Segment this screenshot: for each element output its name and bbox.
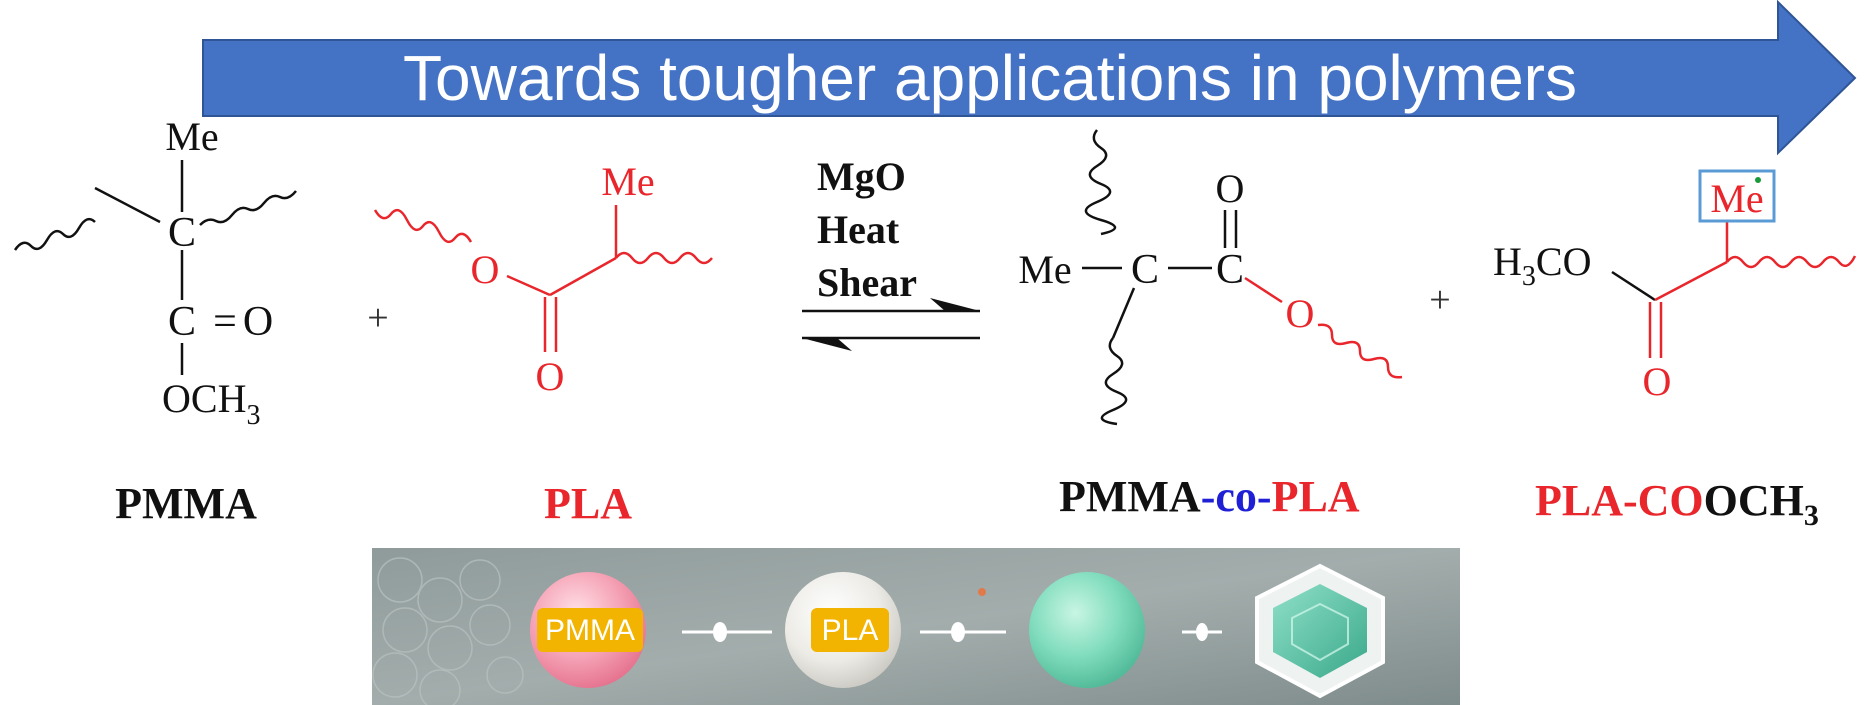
copolymer-ester-o: O xyxy=(1286,291,1315,336)
texture-cells xyxy=(372,557,524,705)
wavy-bond xyxy=(13,217,96,251)
plus-sign: + xyxy=(1429,279,1450,321)
pmma-double-bond: = xyxy=(213,299,237,345)
plus-sign: + xyxy=(367,297,388,339)
illustration-panel: PMMA PLA xyxy=(372,548,1460,705)
pla-chip xyxy=(811,608,889,652)
bond xyxy=(1244,276,1283,304)
spark-dot xyxy=(978,588,986,596)
wavy-bond xyxy=(199,190,297,226)
wavy-bond xyxy=(1317,323,1403,379)
copolymer-sphere xyxy=(1029,572,1145,688)
pmma-c-label: C xyxy=(168,210,196,256)
copolymer-c-label: C xyxy=(1131,247,1159,293)
condition-heat: Heat xyxy=(817,207,900,252)
wavy-bond xyxy=(1726,255,1857,269)
pla-cooch3-name: PLA-COOCH3 xyxy=(1535,476,1819,532)
connector xyxy=(682,622,772,642)
pla-chip-label: PLA xyxy=(822,614,879,647)
copolymer-carbonyl-o: O xyxy=(1216,166,1245,211)
wavy-bond xyxy=(1084,129,1117,236)
pla-cooch3-structure xyxy=(1611,169,1857,358)
bond xyxy=(94,186,161,224)
bond xyxy=(549,256,617,297)
hexagon-crystal xyxy=(1255,563,1385,699)
pmma-me-label: Me xyxy=(165,114,218,159)
bond xyxy=(1611,270,1656,302)
pla-carbonyl-o: O xyxy=(536,354,565,399)
copolymer-name: PMMA-co-PLA xyxy=(1059,472,1360,521)
radical-highlight-box xyxy=(1698,169,1776,223)
pmma-chip-label: PMMA xyxy=(545,614,635,647)
pla-structure xyxy=(373,205,713,352)
bond xyxy=(506,274,551,297)
pmma-structure xyxy=(13,160,297,375)
pla-name: PLA xyxy=(544,479,632,528)
connector xyxy=(920,622,1006,642)
copolymer-structure xyxy=(1082,129,1403,426)
methoxy-label: H3CO xyxy=(1493,239,1591,292)
pmma-carbonyl-o: O xyxy=(243,299,273,345)
condition-shear: Shear xyxy=(817,260,917,305)
copolymer-me-label: Me xyxy=(1018,247,1071,292)
wavy-bond xyxy=(1100,337,1128,426)
banner-arrow-shape xyxy=(202,0,1857,156)
copolymer-carbonyl-c: C xyxy=(1216,247,1244,293)
radical-dot xyxy=(1755,177,1761,183)
pla-cooch3-carbonyl-o: O xyxy=(1643,359,1672,404)
pla-cooch3-me-label: Me xyxy=(1710,176,1763,221)
pla-ester-o: O xyxy=(471,247,500,292)
pmma-och3-label: OCH3 xyxy=(162,376,260,431)
connector xyxy=(1182,623,1222,641)
pmma-chip xyxy=(537,608,643,652)
pla-me-label: Me xyxy=(601,159,654,204)
wavy-bond xyxy=(373,208,473,244)
equilibrium-arrows xyxy=(802,298,980,351)
condition-mgo: MgO xyxy=(817,154,906,199)
wavy-bond xyxy=(615,251,713,265)
banner-arrow: Towards tougher applications in polymers xyxy=(202,0,1857,156)
pmma-carbonyl-c: C xyxy=(168,299,196,345)
banner-title: Towards tougher applications in polymers xyxy=(403,42,1577,114)
bond xyxy=(1654,260,1728,302)
bond xyxy=(1111,287,1136,339)
pmma-name: PMMA xyxy=(115,479,257,528)
